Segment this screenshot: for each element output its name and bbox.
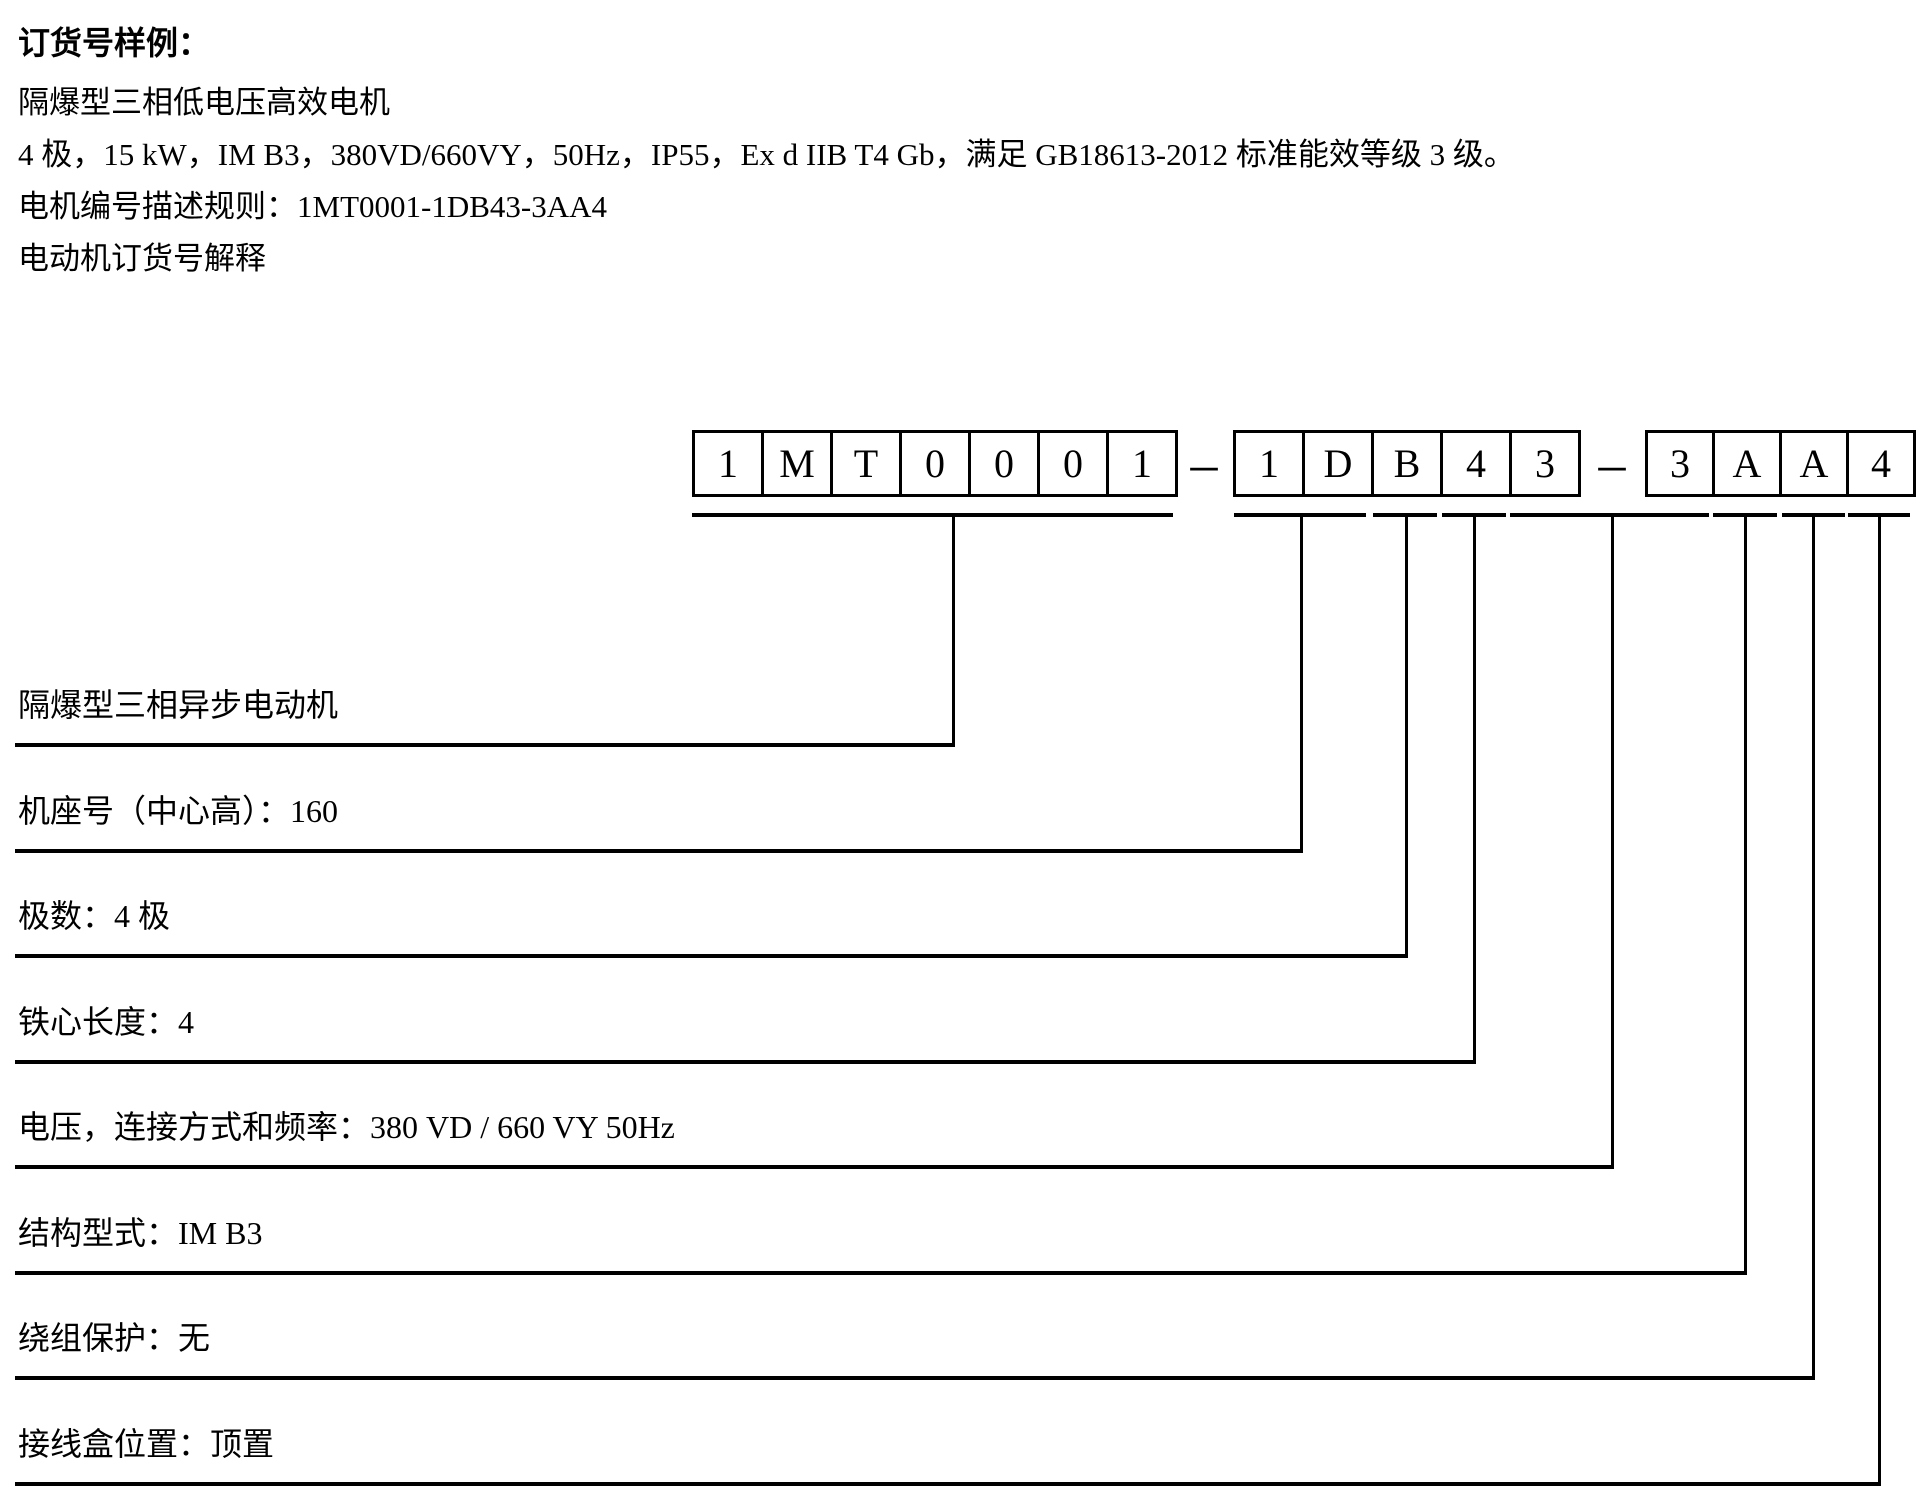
code-char-cell: A — [1779, 430, 1849, 497]
connector-drop-line — [1300, 513, 1303, 853]
legend-connector-line — [15, 1271, 1747, 1275]
code-char-cell: B — [1371, 430, 1443, 497]
legend-item-label: 铁心长度：4 — [18, 1004, 195, 1040]
connector-drop-line — [1878, 513, 1881, 1486]
code-char-cell: 1 — [692, 430, 764, 497]
connector-drop-line — [1812, 513, 1815, 1380]
legend-connector-line — [15, 1165, 1614, 1169]
connector-drop-line — [1473, 513, 1476, 1064]
legend-connector-line — [15, 954, 1408, 958]
intro-line-motor-type: 隔爆型三相低电压高效电机 — [18, 85, 390, 120]
code-char-cell: 4 — [1846, 430, 1916, 497]
page-title: 订货号样例： — [18, 25, 211, 61]
legend-item-label: 绕组保护：无 — [18, 1320, 211, 1356]
code-char-cell: 4 — [1440, 430, 1512, 497]
connector-drop-line — [1405, 513, 1408, 958]
code-char-cell: 0 — [899, 430, 971, 497]
code-char-cell: M — [761, 430, 833, 497]
code-char-cell: 1 — [1106, 430, 1178, 497]
intro-line-code-rule: 电机编号描述规则：1MT0001-1DB43-3AA4 — [18, 189, 607, 224]
legend-item-label: 隔爆型三相异步电动机 — [18, 687, 339, 723]
legend-connector-line — [15, 743, 955, 747]
code-char-cell: T — [830, 430, 902, 497]
legend-item-label: 极数：4 极 — [18, 898, 171, 934]
code-char-cell: 0 — [1037, 430, 1109, 497]
legend-item-label: 机座号（中心高）：160 — [18, 793, 339, 829]
legend-connector-line — [15, 1482, 1881, 1486]
connector-drop-line — [1744, 513, 1747, 1275]
legend-item-label: 电压，连接方式和频率：380 VD / 660 VY 50Hz — [18, 1109, 675, 1145]
code-char-cell: D — [1302, 430, 1374, 497]
connector-drop-line — [952, 513, 955, 747]
connector-drop-line — [1611, 513, 1614, 1169]
code-separator-dash: – — [1598, 433, 1626, 494]
code-char-cell: A — [1712, 430, 1782, 497]
code-char-cell: 3 — [1509, 430, 1581, 497]
legend-connector-line — [15, 849, 1303, 853]
intro-line-spec: 4 极，15 kW，IM B3，380VD/660VY，50Hz，IP55，Ex… — [18, 137, 1515, 172]
legend-item-label: 接线盒位置：顶置 — [18, 1426, 275, 1462]
code-char-cell: 3 — [1645, 430, 1715, 497]
legend-connector-line — [15, 1060, 1476, 1064]
bracket-segment — [692, 513, 1173, 517]
code-char-cell: 1 — [1233, 430, 1305, 497]
bracket-segment — [1510, 513, 1709, 517]
legend-item-label: 结构型式：IM B3 — [18, 1215, 263, 1251]
code-separator-dash: – — [1190, 433, 1218, 494]
intro-line-explanation-heading: 电动机订货号解释 — [18, 241, 266, 276]
code-char-cell: 0 — [968, 430, 1040, 497]
legend-connector-line — [15, 1376, 1815, 1380]
